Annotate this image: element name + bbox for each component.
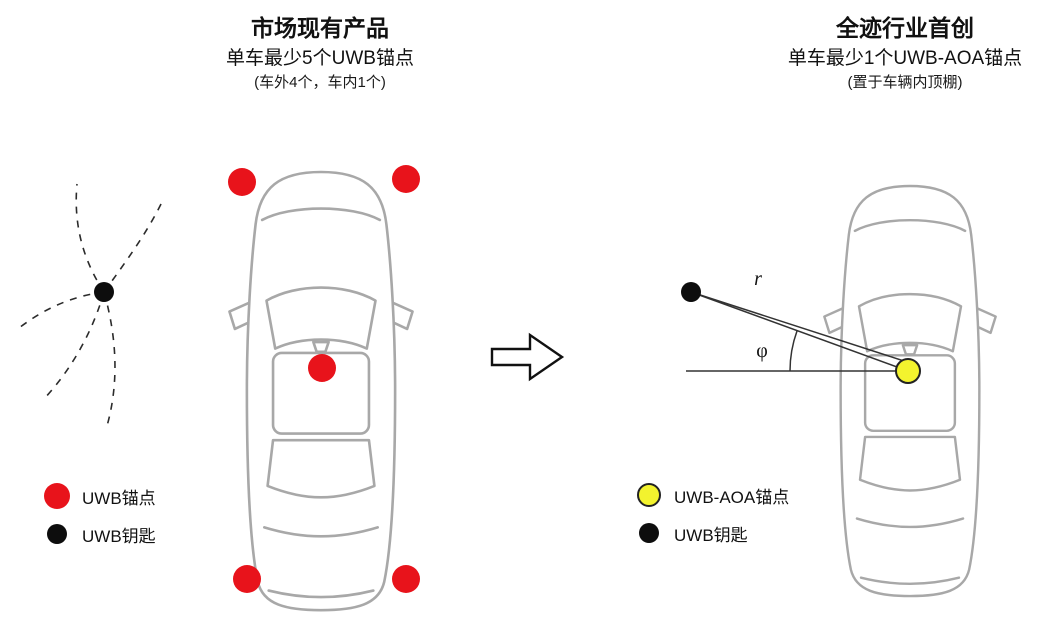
transition-arrow-icon xyxy=(490,332,565,382)
legend-item-key: UWB钥匙 xyxy=(636,520,748,546)
black-key-swatch-icon xyxy=(44,524,70,544)
uwb-key-dot-left xyxy=(94,282,114,302)
ranging-arcs xyxy=(18,183,164,427)
legend-item-key: UWB钥匙 xyxy=(44,521,156,547)
left-panel-header: 市场现有产品 单车最少5个UWB锚点 (车外4个，车内1个) xyxy=(170,14,470,92)
radius-label: r xyxy=(754,268,762,290)
uwb-key-dot-right xyxy=(681,282,701,302)
left-panel-note: (车外4个，车内1个) xyxy=(254,73,386,91)
legend-label: UWB钥匙 xyxy=(674,525,748,545)
aoa-geometry: r φ xyxy=(686,268,909,372)
uwb-anchor-dot-interior xyxy=(308,354,336,382)
uwb-anchor-dot-front-right xyxy=(392,165,420,193)
legend-label: UWB-AOA锚点 xyxy=(674,487,790,507)
right-panel-note: (置于车辆内顶棚) xyxy=(847,73,963,91)
legend-item-anchor: UWB锚点 xyxy=(44,483,156,509)
legend-label: UWB钥匙 xyxy=(82,526,156,546)
legend-label: UWB锚点 xyxy=(82,488,156,508)
uwb-anchor-dot-rear-left xyxy=(233,565,261,593)
left-panel-subtitle: 单车最少5个UWB锚点 xyxy=(226,47,414,69)
uwb-anchor-dot-rear-right xyxy=(392,565,420,593)
right-panel-subtitle: 单车最少1个UWB-AOA锚点 xyxy=(787,47,1023,69)
red-anchor-swatch-icon xyxy=(44,483,70,509)
right-panel-title: 全迹行业首创 xyxy=(836,15,974,41)
uwb-anchor-dot-front-left xyxy=(228,168,256,196)
legend-item-aoa-anchor: UWB-AOA锚点 xyxy=(636,482,789,508)
uwb-aoa-anchor-dot xyxy=(895,358,921,384)
yellow-aoa-anchor-swatch-icon xyxy=(636,483,662,507)
car-top-view-right xyxy=(808,154,1012,626)
car-top-view-left xyxy=(212,156,430,624)
black-key-swatch-icon xyxy=(636,523,662,543)
right-panel-header: 全迹行业首创 单车最少1个UWB-AOA锚点 (置于车辆内顶棚) xyxy=(740,14,1050,92)
left-panel-title: 市场现有产品 xyxy=(251,15,389,41)
angle-label: φ xyxy=(756,340,768,362)
